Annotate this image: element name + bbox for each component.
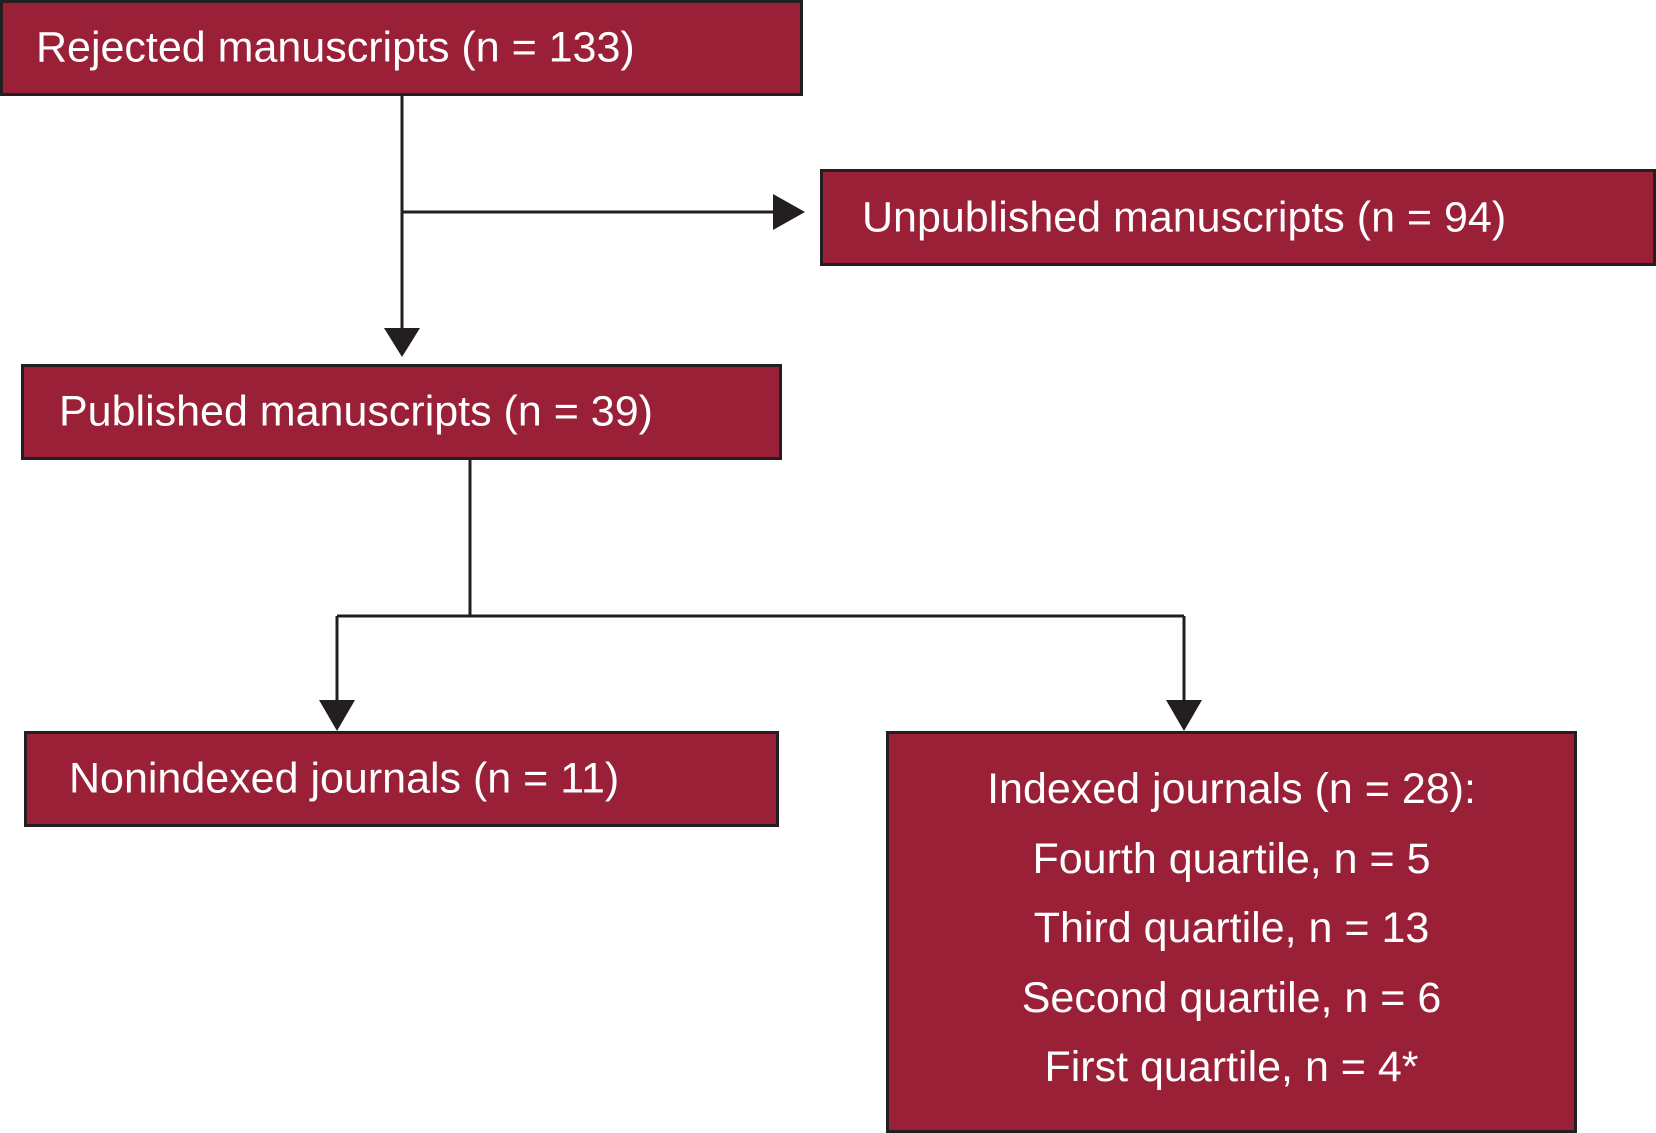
third-quartile-line: Third quartile, n = 13	[1033, 904, 1430, 952]
arrowhead-indexed	[1166, 700, 1202, 731]
published-manuscripts-label: Published manuscripts (n = 39)	[59, 387, 653, 436]
unpublished-manuscripts-label: Unpublished manuscripts (n = 94)	[862, 193, 1507, 241]
second-quartile-line: Second quartile, n = 6	[1021, 973, 1442, 1022]
rejected-manuscripts-box: Rejected manuscripts (n = 133)	[0, 0, 803, 96]
published-manuscripts-box: Published manuscripts (n = 39)	[21, 364, 782, 460]
rejected-manuscripts-label: Rejected manuscripts (n = 133)	[36, 23, 635, 72]
arrowhead-published	[384, 328, 420, 357]
nonindexed-journals-label: Nonindexed journals (n = 11)	[69, 754, 620, 803]
indexed-journals-box: Indexed journals (n = 28): Fourth quarti…	[886, 731, 1577, 1133]
arrowhead-nonindexed	[319, 700, 355, 731]
fourth-quartile-line: Fourth quartile, n = 5	[1032, 834, 1431, 883]
indexed-journals-heading: Indexed journals (n = 28):	[987, 765, 1476, 813]
first-quartile-line: First quartile, n = 4*	[1044, 1043, 1419, 1091]
arrowhead-unpublished	[773, 194, 805, 230]
nonindexed-journals-box: Nonindexed journals (n = 11)	[24, 731, 779, 827]
unpublished-manuscripts-box: Unpublished manuscripts (n = 94)	[820, 169, 1656, 266]
